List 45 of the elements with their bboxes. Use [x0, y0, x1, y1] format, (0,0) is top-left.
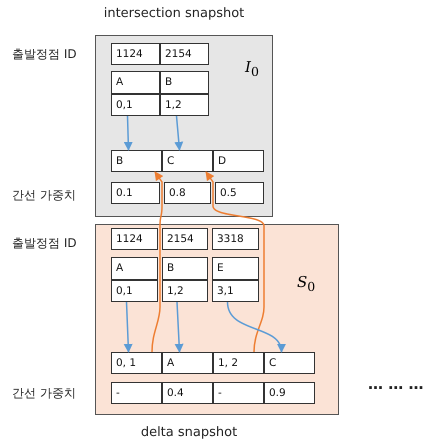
ellipsis: … … …: [368, 375, 424, 393]
table-cell: 0.9: [264, 382, 315, 404]
table-cell: 0, 1: [111, 352, 162, 374]
table-cell: B: [160, 71, 209, 94]
table-cell: B: [162, 257, 208, 280]
table-cell: 2154: [160, 43, 209, 65]
table-cell: A: [111, 71, 160, 94]
panel-title: intersection snapshot: [102, 6, 246, 21]
table-cell: C: [264, 352, 315, 374]
table-cell: 0,1: [111, 94, 160, 116]
table-cell: A: [111, 257, 158, 280]
table-cell: A: [162, 352, 213, 374]
table-cell: C: [162, 150, 213, 172]
table-cell: 3,1: [212, 280, 259, 302]
arrow: [151, 171, 164, 352]
table-cell: 0.8: [164, 182, 211, 204]
arrow: [226, 302, 285, 353]
table-cell: -: [213, 382, 264, 404]
table-cell: 0.1: [111, 182, 160, 204]
row-label: 간선 가중치: [12, 385, 76, 402]
arrow: [174, 302, 184, 353]
table-cell: 1, 2: [213, 352, 264, 374]
row-label: 간선 가중치: [12, 187, 76, 204]
panel-label: S$_{0}$: [297, 273, 316, 294]
table-cell: B: [111, 150, 162, 172]
arrow: [124, 116, 133, 151]
panel-title: delta snapshot: [140, 425, 238, 440]
table-cell: 0.4: [162, 382, 213, 404]
table-cell: D: [213, 150, 264, 172]
table-cell: -: [111, 382, 162, 404]
table-cell: 1124: [111, 43, 160, 65]
panel-label: I$_{0}$: [245, 58, 259, 79]
table-cell: 1124: [111, 228, 158, 250]
table-cell: 2154: [162, 228, 208, 250]
table-cell: 0.5: [215, 182, 264, 204]
table-cell: 3318: [212, 228, 259, 250]
arrow: [124, 302, 133, 353]
table-cell: 1,2: [160, 94, 209, 116]
arrow: [174, 116, 184, 151]
table-cell: E: [212, 257, 259, 280]
row-label: 출발정점 ID: [12, 235, 77, 252]
row-label: 출발정점 ID: [12, 46, 77, 63]
table-cell: 1,2: [162, 280, 208, 302]
table-cell: 0,1: [111, 280, 158, 302]
arrow: [205, 171, 265, 352]
